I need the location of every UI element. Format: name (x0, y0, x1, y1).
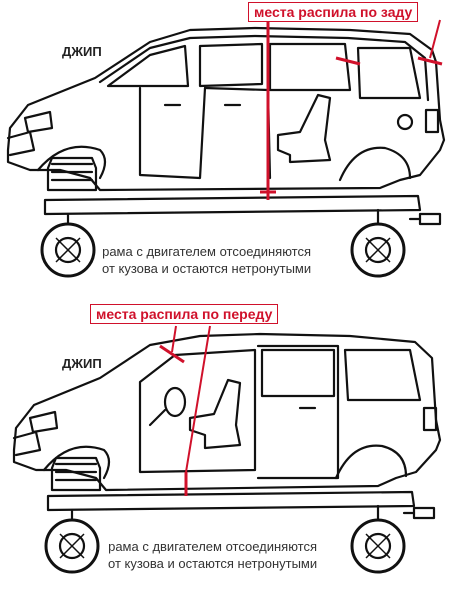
front-cut-markers (159, 344, 188, 496)
bottom-car-drawing (12, 325, 442, 574)
headlight (23, 110, 54, 134)
rear-wheel-arch (334, 444, 408, 480)
vehicle-label: ДЖИП (62, 356, 102, 371)
car-body-outline (6, 26, 446, 192)
front-wheel-arch (42, 445, 111, 480)
top-diagram-panel: ДЖИП места распила по заду рама с двигат… (6, 2, 446, 278)
front-window (106, 44, 190, 88)
seat (276, 93, 332, 164)
frame-note: рама с двигателем отсоединяются от кузов… (102, 243, 311, 277)
middle-window (198, 42, 264, 88)
cabin-cutaway (138, 348, 257, 474)
rear-cut-label: места распила по заду (248, 2, 419, 22)
note-line-2: от кузова и остаются нетронутыми (102, 261, 312, 276)
fuel-cap (396, 113, 414, 131)
front-grille (6, 130, 36, 157)
engine-block (50, 456, 102, 492)
rear-wheel-arch (338, 146, 412, 182)
taillight (424, 108, 440, 134)
engine-block (46, 156, 98, 192)
exhaust-pipe (418, 212, 442, 226)
rear-cut-markers (260, 14, 443, 200)
seat (188, 378, 242, 450)
taillight (422, 406, 438, 432)
back-glass (356, 46, 422, 100)
rear-side-window (260, 348, 336, 398)
front-grille (12, 430, 42, 457)
note-line-1: рама с двигателем отсоединяются (108, 539, 318, 554)
exhaust-pipe (412, 506, 436, 520)
note-line-2: от кузова и остаются нетронутыми (108, 556, 318, 571)
chassis-frame (46, 490, 416, 512)
rear-door (256, 344, 340, 480)
headlight (28, 410, 59, 434)
steering-wheel (163, 386, 187, 418)
vehicle-label: ДЖИП (62, 44, 102, 59)
car-body-outline (12, 332, 442, 492)
door-front (138, 86, 207, 180)
frame-note: рама с двигателем отсоединяются от кузов… (108, 538, 317, 572)
back-glass (343, 348, 422, 402)
rear-window (268, 42, 352, 92)
window-frame (98, 34, 430, 102)
front-wheel-arch (36, 145, 107, 180)
door-rear (203, 86, 272, 180)
chassis-frame (43, 194, 422, 216)
bottom-diagram-panel: ДЖИП места распила по переду рама с двиг… (0, 300, 465, 599)
front-cut-label: места распила по переду (90, 304, 279, 324)
note-line-1: рама с двигателем отсоединяются (102, 244, 312, 259)
top-car-drawing (6, 14, 446, 278)
